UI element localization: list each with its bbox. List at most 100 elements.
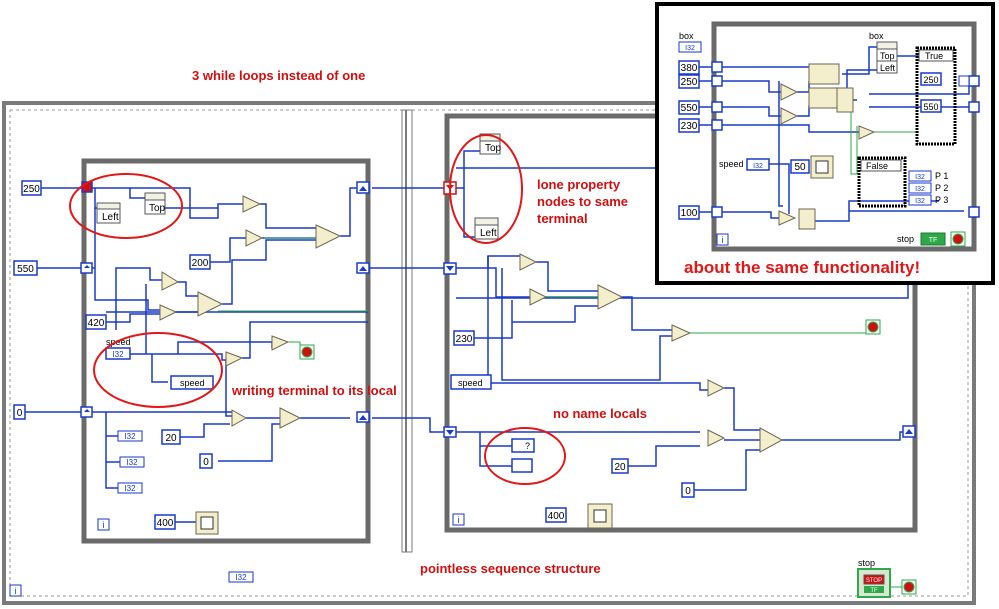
inset-const-50[interactable]: 50: [790, 159, 810, 174]
loop2-stop-terminal[interactable]: [865, 319, 881, 335]
svg-text:i: i: [722, 235, 724, 245]
i32-indicator-a: I32: [117, 430, 143, 442]
svg-text:Left: Left: [880, 63, 896, 73]
inset-const-550[interactable]: 550: [678, 100, 700, 115]
svg-text:speed: speed: [458, 378, 483, 388]
loop2-speed-local[interactable]: speed: [450, 374, 492, 390]
inset-property-node[interactable]: Top Left: [876, 41, 898, 74]
inset-wait-timer: [810, 155, 834, 179]
svg-text:Top: Top: [880, 51, 895, 61]
inset-box-label-2: box: [869, 31, 884, 41]
svg-text:550: 550: [681, 103, 698, 114]
svg-text:200: 200: [192, 258, 209, 269]
svg-text:I32: I32: [126, 458, 138, 467]
inset-single-loop: box I32 i: [655, 2, 995, 285]
loop2-bool-wires: [546, 296, 866, 334]
writing-terminal-annotation: writing terminal to its local: [232, 383, 397, 398]
inset-false-case[interactable]: False: [857, 156, 907, 208]
svg-text:I32: I32: [915, 174, 925, 181]
no-name-local-2[interactable]: [511, 458, 533, 473]
svg-text:I32: I32: [685, 45, 695, 52]
svg-text:i: i: [15, 586, 17, 596]
loop2-const-20[interactable]: 20: [611, 458, 629, 474]
loop2-iteration-terminal: i: [452, 513, 465, 526]
svg-text:Left: Left: [102, 212, 119, 223]
inset-const-250[interactable]: 250: [678, 74, 700, 89]
svg-text:I32: I32: [235, 573, 247, 582]
svg-text:I32: I32: [915, 186, 925, 193]
svg-text:0: 0: [17, 408, 23, 419]
svg-text:STOP: STOP: [866, 578, 882, 584]
loop1-const-420[interactable]: 420: [85, 314, 107, 330]
svg-text:230: 230: [456, 334, 473, 345]
loop1-property-node-left[interactable]: Left: [96, 202, 121, 224]
i32-indicator-c: I32: [117, 482, 143, 494]
svg-text:250: 250: [23, 184, 40, 195]
svg-text:380: 380: [681, 63, 698, 74]
loop2-const-400[interactable]: 400: [545, 507, 567, 523]
outer-stop-button[interactable]: STOP TF: [857, 568, 891, 598]
inset-speed-terminal[interactable]: I32: [746, 158, 770, 171]
inset-stop-label: stop: [897, 234, 914, 244]
loop2-const-230[interactable]: 230: [453, 330, 475, 346]
loop2-wait-timer: [587, 503, 613, 529]
inset-box-terminal[interactable]: I32: [678, 41, 702, 53]
loop1-const-0b[interactable]: 0: [199, 453, 213, 469]
svg-text:i: i: [458, 515, 460, 525]
i32-indicator-b: I32: [119, 456, 145, 468]
svg-text:I32: I32: [124, 432, 136, 441]
loop1-const-250[interactable]: 250: [21, 180, 42, 196]
loop1-const-200[interactable]: 200: [189, 254, 211, 270]
loop1-operators: [159, 195, 342, 429]
svg-text:I32: I32: [124, 484, 136, 493]
inset-true-case[interactable]: True 250 550: [915, 46, 957, 146]
loop2-property-node-top[interactable]: Top: [479, 133, 502, 155]
loop1-const-550[interactable]: 550: [13, 260, 38, 276]
loop1-const-400[interactable]: 400: [154, 514, 176, 530]
no-name-local-1[interactable]: ?: [511, 438, 535, 453]
svg-text:P 3: P 3: [935, 195, 948, 205]
speed-local-variable[interactable]: speed: [170, 375, 214, 390]
svg-text:I32: I32: [915, 198, 925, 205]
loop1-const-0[interactable]: 0: [13, 404, 26, 420]
outer-stop-label: stop: [858, 558, 875, 568]
svg-text:420: 420: [88, 318, 105, 329]
inset-const-230[interactable]: 230: [678, 118, 700, 133]
inset-const-380[interactable]: 380: [678, 60, 700, 75]
svg-text:False: False: [866, 161, 888, 171]
speed-control-terminal[interactable]: I32: [105, 347, 131, 360]
loop1-const-20[interactable]: 20: [161, 429, 181, 445]
svg-text:I32: I32: [112, 350, 124, 359]
outer-stop-terminal[interactable]: [901, 579, 917, 595]
svg-text:P 1: P 1: [935, 171, 948, 181]
inset-const-100[interactable]: 100: [678, 205, 700, 220]
svg-text:Left: Left: [480, 228, 497, 239]
same-functionality-annotation: about the same functionality!: [684, 258, 920, 277]
loop2-const-0[interactable]: 0: [681, 482, 695, 498]
while-loop-1[interactable]: [81, 158, 371, 544]
loop2-operators: [519, 253, 784, 453]
no-name-locals-annotation: no name locals: [553, 406, 647, 421]
svg-text:550: 550: [923, 102, 938, 112]
loop1-stop-terminal[interactable]: [299, 344, 315, 360]
inset-stop-terminal[interactable]: TF: [920, 231, 966, 247]
pointless-sequence-annotation: pointless sequence structure: [420, 561, 601, 576]
svg-text:250: 250: [923, 75, 938, 85]
svg-text:TF: TF: [929, 237, 938, 244]
lone-property-annotation: lone property nodes to same terminal: [537, 177, 629, 226]
svg-text:?: ?: [525, 441, 530, 451]
svg-text:400: 400: [548, 511, 565, 522]
svg-text:400: 400: [157, 518, 174, 529]
loop1-wires: [25, 187, 446, 523]
svg-text:I32: I32: [753, 163, 763, 170]
svg-text:20: 20: [165, 433, 177, 444]
svg-text:Top: Top: [485, 143, 502, 154]
loop1-property-node-top[interactable]: Top: [144, 192, 166, 215]
svg-text:250: 250: [681, 77, 698, 88]
loop2-property-node-left[interactable]: Left: [474, 217, 499, 240]
inset-p-indicators: I32 P 1 I32 P 2 I32 P 3: [908, 170, 948, 206]
inset-bundle-nodes: [798, 63, 854, 230]
title-annotation: 3 while loops instead of one: [192, 68, 366, 83]
svg-text:Top: Top: [149, 203, 166, 214]
loop1-iteration-terminal: i: [97, 518, 110, 531]
